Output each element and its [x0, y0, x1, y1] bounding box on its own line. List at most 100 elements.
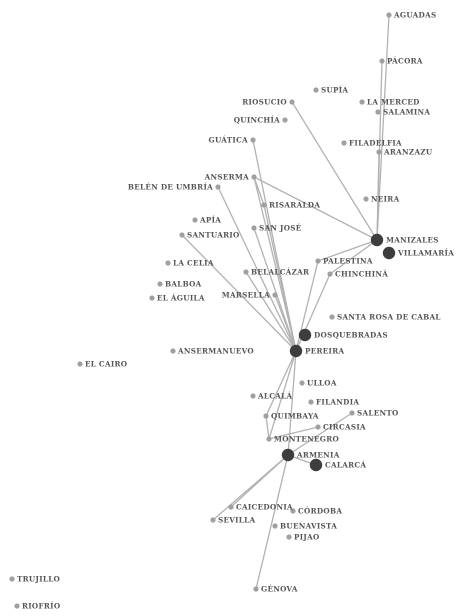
edge-pereira-risaralda [263, 204, 297, 352]
node-villamaria[interactable] [382, 246, 396, 260]
edge-anserma-risaralda [253, 176, 265, 206]
node-label-armenia: ARMENIA [296, 451, 340, 460]
node-label-montenegro: MONTENEGRO [274, 435, 339, 444]
node-montenegro[interactable] [266, 436, 272, 442]
node-label-circasia: CIRCASIA [323, 423, 366, 432]
node-buenavista[interactable] [272, 523, 278, 529]
node-label-la-merced: LA MERCED [367, 98, 420, 107]
node-riosucio[interactable] [289, 99, 295, 105]
edge-armenia-genova [255, 454, 289, 590]
node-label-marsella: MARSELLA [222, 291, 270, 300]
node-santa-rosa-de-cabal[interactable] [329, 314, 335, 320]
node-el-aguila[interactable] [149, 295, 155, 301]
node-armenia[interactable] [281, 448, 295, 462]
node-label-salamina: SALAMINA [383, 108, 430, 117]
node-label-salento: SALENTO [357, 409, 399, 418]
node-filandia[interactable] [308, 399, 314, 405]
node-salamina[interactable] [375, 109, 381, 115]
node-genova[interactable] [253, 586, 259, 592]
node-cordoba[interactable] [290, 508, 296, 514]
edge-pereira-belalcazar [245, 271, 297, 352]
node-label-aguadas: AGUADAS [393, 11, 436, 20]
node-caicedonia[interactable] [228, 504, 234, 510]
node-label-genova: GÉNOVA [261, 585, 298, 594]
node-marsella[interactable] [272, 292, 278, 298]
node-label-manizales: MANIZALES [386, 236, 439, 245]
node-label-caicedonia: CAICEDONIA [236, 503, 293, 512]
node-aranzazu[interactable] [376, 149, 382, 155]
node-label-la-celia: LA CELIA [173, 259, 214, 268]
node-balboa[interactable] [157, 281, 163, 287]
edge-montenegro-circasia [268, 426, 319, 440]
node-sevilla[interactable] [210, 517, 216, 523]
node-label-san-jose: SAN JOSÉ [259, 224, 302, 233]
node-circasia[interactable] [315, 424, 321, 430]
node-label-neira: NEIRA [371, 195, 400, 204]
node-label-belen-de-umbria: BELÉN DE UMBRÍA [128, 183, 213, 192]
edge-manizales-anserma [253, 176, 378, 241]
node-belalcazar[interactable] [243, 269, 249, 275]
node-palestina[interactable] [315, 258, 321, 264]
edge-pereira-belen-de-umbria [217, 186, 297, 352]
node-label-belalcazar: BELALCÁZAR [251, 268, 310, 277]
node-label-aranzazu: ARANZAZU [383, 148, 433, 157]
edge-pereira-san-jose [253, 227, 297, 352]
node-aguadas[interactable] [386, 12, 392, 18]
node-pacora[interactable] [379, 58, 385, 64]
node-trujillo[interactable] [9, 576, 15, 582]
node-anserma[interactable] [251, 174, 257, 180]
node-label-trujillo: TRUJILLO [17, 575, 60, 584]
node-salento[interactable] [349, 410, 355, 416]
node-quinchia[interactable] [282, 117, 288, 123]
node-apia[interactable] [192, 217, 198, 223]
node-quimbaya[interactable] [263, 413, 269, 419]
node-label-calarca: CALARCÁ [325, 461, 366, 470]
node-label-supia: SUPÍA [321, 86, 348, 95]
node-label-filandia: FILANDIA [316, 398, 359, 407]
node-label-cordoba: CÓRDOBA [298, 507, 342, 516]
edge-manizales-aguadas [376, 14, 390, 241]
node-pijao[interactable] [286, 534, 292, 540]
node-manizales[interactable] [370, 233, 384, 247]
node-label-sevilla: SEVILLA [218, 516, 256, 525]
node-label-ansermanuevo: ANSERMANUEVO [177, 347, 254, 356]
edge-manizales-chinchina [329, 239, 378, 275]
node-label-chinchina: CHINCHINÁ [335, 270, 388, 279]
node-label-riofrio: RIOFRÍO [22, 602, 60, 611]
edge-armenia-salento [287, 412, 353, 456]
node-el-cairo[interactable] [77, 361, 83, 367]
node-la-celia[interactable] [165, 260, 171, 266]
node-risaralda[interactable] [261, 202, 267, 208]
node-label-ulloa: ULLOA [307, 379, 337, 388]
edge-manizales-riosucio [291, 101, 378, 241]
node-neira[interactable] [363, 196, 369, 202]
node-san-jose[interactable] [251, 225, 257, 231]
node-santuario[interactable] [179, 232, 185, 238]
node-label-balboa: BALBOA [165, 280, 202, 289]
node-ansermanuevo[interactable] [170, 348, 176, 354]
node-supia[interactable] [313, 87, 319, 93]
node-label-el-cairo: EL CAIRO [85, 360, 127, 369]
edge-pereira-quimbaya [265, 350, 297, 417]
node-label-pijao: PIJAO [294, 533, 320, 542]
node-label-quimbaya: QUIMBAYA [271, 412, 319, 421]
node-guatica[interactable] [250, 137, 256, 143]
node-riofrio[interactable] [14, 603, 20, 609]
node-label-quinchia: QUINCHÍA [234, 116, 280, 125]
node-pereira[interactable] [289, 344, 303, 358]
node-belen-de-umbria[interactable] [215, 184, 221, 190]
node-la-merced[interactable] [359, 99, 365, 105]
node-label-pereira: PEREIRA [305, 347, 344, 356]
node-label-risaralda: RISARALDA [269, 201, 320, 210]
edge-manizales-palestina [317, 239, 378, 262]
node-filadelfia[interactable] [341, 140, 347, 146]
node-dosquebradas[interactable] [298, 328, 312, 342]
node-alcala[interactable] [250, 393, 256, 399]
nodes-layer [9, 12, 396, 609]
node-chinchina[interactable] [327, 271, 333, 277]
node-calarca[interactable] [309, 458, 323, 472]
node-ulloa[interactable] [299, 380, 305, 386]
edge-armenia-sevilla [212, 454, 289, 521]
